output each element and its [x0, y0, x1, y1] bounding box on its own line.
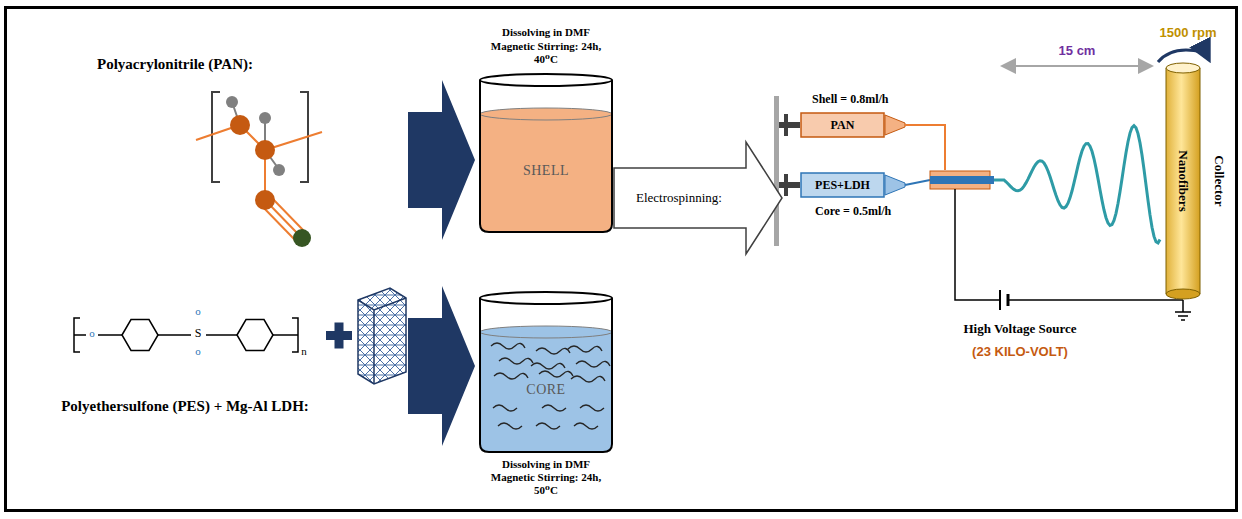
step-heading: Dissolving in DMF Magnetic Stirring: 24h…: [484, 458, 608, 498]
drum-top: [1166, 63, 1200, 73]
flow-rate: Core = 0.5ml/h: [815, 205, 891, 219]
drum-bottom: [1166, 289, 1200, 299]
core-feed-line: [905, 180, 930, 185]
electrospinning-arrow: Electrospinning:: [612, 140, 784, 256]
shell-feed-line: [905, 125, 945, 170]
distance-arrow: [1004, 65, 1150, 67]
distance-value: 15 cm: [1059, 44, 1096, 59]
beaker-rim: [480, 292, 612, 304]
beaker-rim: [480, 74, 612, 86]
syringe-barrel: [801, 113, 884, 137]
atom-symbol: o: [195, 305, 201, 318]
shell-beaker-outline: [477, 72, 615, 234]
step-heading: Dissolving in DMF Magnetic Stirring: 24h…: [484, 26, 608, 66]
atom-symbol: o: [89, 327, 95, 340]
rotation-arrow: [1158, 50, 1208, 62]
core-syringe: PES+LDH: [800, 172, 885, 198]
node-text: Nanofibers: [1175, 150, 1191, 211]
syringe-pump: [774, 96, 905, 246]
beaker-glass: [480, 80, 612, 232]
shell-syringe: PAN: [800, 112, 885, 138]
node-text: Electrospinning:: [612, 190, 746, 206]
voltage-value: (23 KILO-VOLT): [972, 345, 1068, 360]
coaxial-needle: [930, 171, 994, 189]
plus-symbol: [326, 323, 352, 349]
pes-structure: [74, 318, 298, 352]
process-arrow: [408, 80, 475, 240]
core-beaker-outline: [477, 290, 615, 454]
drum-sides: [1166, 68, 1200, 294]
node-text: CORE: [477, 382, 615, 399]
process-arrow: [408, 286, 475, 446]
beaker-glass: [480, 298, 612, 452]
core-beaker: COREDissolving in DMF Magnetic Stirring:…: [477, 290, 615, 454]
material-title: Polyacrylonitrile (PAN):: [97, 56, 253, 73]
pan-molecule: [196, 92, 322, 247]
rotation-speed: 1500 rpm: [1159, 26, 1216, 41]
drum-body: [1166, 68, 1200, 294]
voltage-circuit: [955, 189, 1191, 320]
node-text: SHELL: [477, 163, 615, 180]
node-text: PES+LDH: [800, 178, 885, 192]
ldh-crystal: [358, 288, 406, 384]
atom-symbol: S: [195, 327, 202, 341]
shell-beaker: Dissolving in DMF Magnetic Stirring: 24h…: [477, 72, 615, 234]
fiber-strands: [493, 405, 604, 429]
fiber-jet: [994, 126, 1160, 243]
fiber-strands: [491, 343, 610, 382]
collector-drum: Nanofibers: [1165, 62, 1201, 300]
liquid-surface: [480, 108, 612, 120]
repeat-subscript: n: [301, 345, 307, 358]
material-title: Polyethersulfone (PES) + Mg-Al LDH:: [61, 398, 309, 415]
source-label: High Voltage Source: [963, 322, 1076, 337]
node-text: PAN: [800, 118, 885, 132]
liquid-surface: [480, 326, 612, 338]
syringe-barrel: [801, 173, 884, 197]
figure-frame: [4, 6, 1238, 512]
flow-rate: Shell = 0.8ml/h: [812, 93, 889, 107]
atom-symbol: o: [195, 345, 201, 358]
collector-label: Collector: [1212, 155, 1227, 206]
